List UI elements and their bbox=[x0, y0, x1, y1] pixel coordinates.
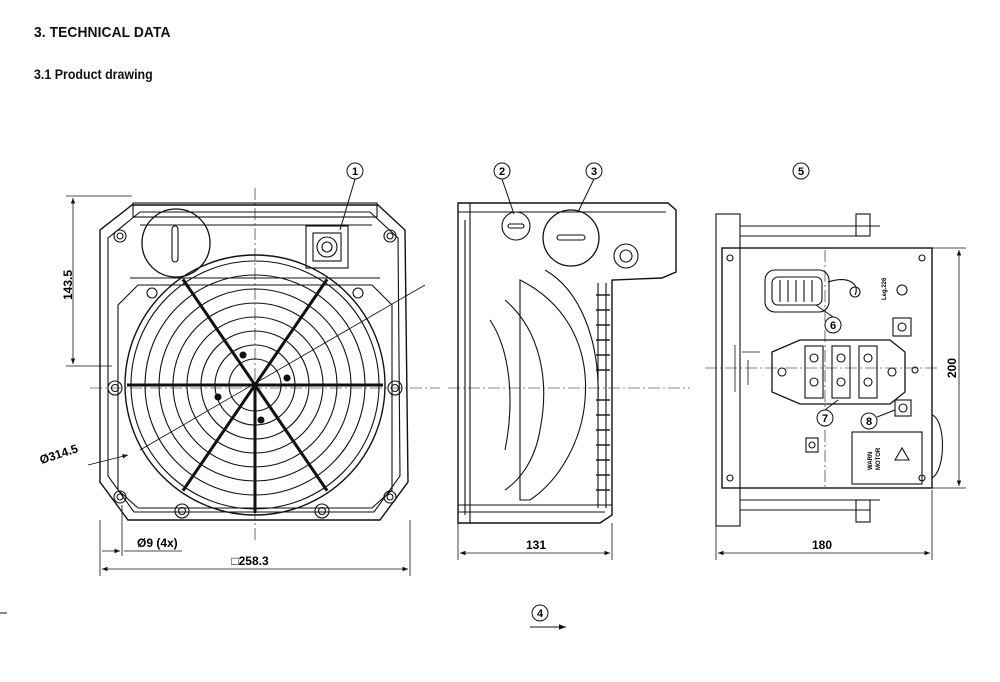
callout-4: 4 bbox=[537, 608, 544, 620]
callout-5: 5 bbox=[798, 166, 804, 178]
gland-3 bbox=[542, 209, 600, 267]
dim-height-front: 143.5 bbox=[61, 270, 75, 300]
side-dimensions bbox=[457, 523, 613, 560]
callout-1: 1 bbox=[352, 166, 358, 178]
terminal-box-view bbox=[705, 213, 943, 527]
callout-7: 7 bbox=[822, 413, 828, 425]
callout-8: 8 bbox=[866, 416, 872, 428]
subsection-heading: 3.1 Product drawing bbox=[34, 67, 153, 82]
dim-depth-side: 131 bbox=[526, 538, 546, 552]
dim-square: □258.3 bbox=[231, 554, 269, 568]
terminal-label: Leg.226 bbox=[882, 277, 888, 300]
dim-holes: Ø9 (4x) bbox=[137, 536, 178, 550]
box-dimensions bbox=[715, 247, 966, 560]
callout-3: 3 bbox=[591, 166, 597, 178]
dim-height-box: 200 bbox=[945, 358, 959, 378]
front-dimensions bbox=[66, 195, 411, 576]
connector-1 bbox=[305, 225, 349, 269]
gland-2 bbox=[501, 211, 531, 241]
warning-label-2: MOTOR bbox=[876, 447, 882, 470]
warning-label-1: WARN bbox=[868, 452, 874, 470]
callout-2: 2 bbox=[499, 166, 505, 178]
dim-width-box: 180 bbox=[812, 538, 832, 552]
front-view bbox=[90, 188, 440, 540]
dim-diameter: Ø314.5 bbox=[38, 441, 80, 467]
cable-gland-left bbox=[141, 208, 211, 278]
section-heading: 3. TECHNICAL DATA bbox=[34, 24, 171, 41]
side-view bbox=[448, 202, 690, 524]
callout-markers bbox=[339, 162, 896, 630]
callout-6: 6 bbox=[830, 320, 836, 332]
